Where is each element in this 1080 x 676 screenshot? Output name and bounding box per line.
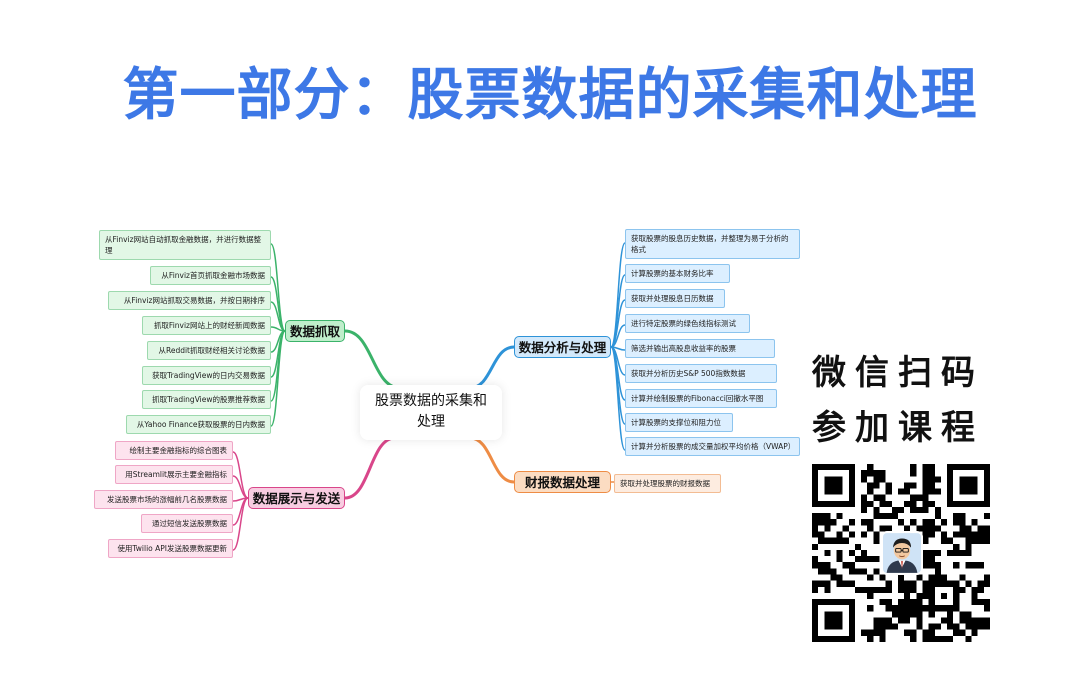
leaf-blue-2[interactable]: 计算股票的基本财务比率 [625,264,730,283]
leaf-blue-8[interactable]: 计算股票的支撑位和阻力位 [625,413,733,432]
branch-display-send[interactable]: 数据展示与发送 [248,487,345,509]
central-topic[interactable]: 股票数据的采集和 处理 [360,385,502,440]
qr-caption-line1: 微信扫码 [812,353,984,393]
connector-blue-9 [610,346,626,451]
qr-caption-line2: 参加课程 [812,408,984,448]
leaf-green-4[interactable]: 抓取Finviz网站上的财经新闻数据 [142,316,271,335]
connector-pink-1 [232,451,249,499]
connector-blue-1 [610,242,626,348]
page-title: 第一部分：股票数据的采集和处理 [122,63,978,128]
connector-center-pink [343,436,397,500]
connector-center-blue [468,345,516,390]
connector-center-orange [468,436,516,484]
leaf-blue-5[interactable]: 筛选并输出高股息收益率的股票 [625,339,775,358]
connector-center-green [343,329,402,390]
central-topic-line2: 处理 [417,414,445,430]
branch-data-scraping[interactable]: 数据抓取 [285,320,345,342]
leaf-green-6[interactable]: 获取TradingView的日内交易数据 [142,366,271,385]
connector-pink-5 [232,497,249,551]
branch-earnings[interactable]: 财报数据处理 [514,471,611,493]
leaf-pink-4[interactable]: 通过短信发送股票数据 [141,514,233,533]
leaf-pink-5[interactable]: 使用Twilio API发送股票数据更新 [108,539,233,558]
leaf-blue-1[interactable]: 获取股票的股息历史数据，并整理为易于分析的格式 [625,229,800,259]
qr-code[interactable] [812,464,990,642]
leaf-pink-1[interactable]: 绘制主要金融指标的综合图表 [115,441,233,460]
leaf-green-3[interactable]: 从Finviz网站抓取交易数据，并按日期排序 [108,291,271,310]
leaf-green-8[interactable]: 从Yahoo Finance获取股票的日内数据 [126,415,271,434]
leaf-green-7[interactable]: 抓取TradingView的股票推荐数据 [142,390,271,409]
leaf-orange-1[interactable]: 获取并处理股票的财报数据 [614,474,721,493]
leaf-blue-3[interactable]: 获取并处理股息日历数据 [625,289,725,308]
leaf-green-1[interactable]: 从Finviz网站自动抓取金融数据，并进行数据整理 [99,230,271,260]
leaf-pink-3[interactable]: 发送股票市场的涨幅前几名股票数据 [94,490,233,509]
central-topic-line1: 股票数据的采集和 [375,393,487,409]
branch-data-analysis[interactable]: 数据分析与处理 [514,336,611,358]
avatar-icon [881,531,923,575]
leaf-green-5[interactable]: 从Reddit抓取财经相关讨论数据 [147,341,271,360]
leaf-blue-6[interactable]: 获取并分析历史S&P 500指数数据 [625,364,777,383]
leaf-blue-7[interactable]: 计算并绘制股票的Fibonacci回撤水平图 [625,389,777,408]
leaf-pink-2[interactable]: 用Streamlit展示主要金融指标 [115,465,233,484]
leaf-blue-4[interactable]: 进行特定股票的绿色线指标测试 [625,314,750,333]
leaf-green-2[interactable]: 从Finviz首页抓取金融市场数据 [150,266,271,285]
qr-code-icon [812,464,990,642]
connector-green-8 [270,330,286,427]
leaf-blue-9[interactable]: 计算并分析股票的成交量加权平均价格（VWAP） [625,437,800,456]
